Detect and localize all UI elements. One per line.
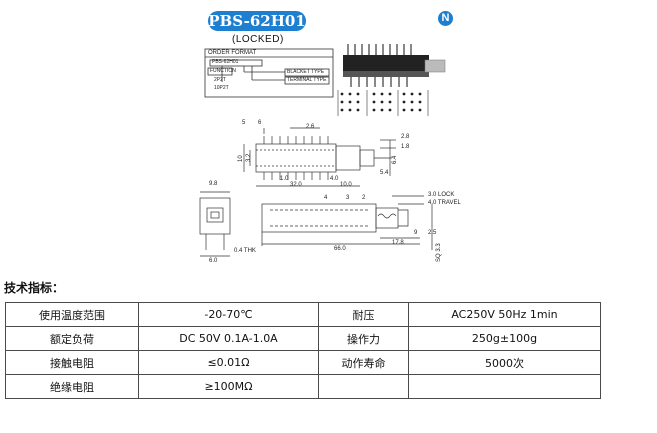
dim-thk: 0.4 THK bbox=[234, 248, 256, 254]
function-option-2: 10P2T bbox=[214, 85, 229, 91]
spec-label: 接触电阻 bbox=[5, 350, 139, 375]
spec-label bbox=[318, 374, 409, 399]
spec-value: ≤0.01Ω bbox=[138, 350, 319, 375]
dim-17-8: 17.8 bbox=[392, 240, 404, 246]
dim-1-8: 1.8 bbox=[401, 144, 410, 150]
spec-label: 绝缘电阻 bbox=[5, 374, 139, 399]
dim-9: 9 bbox=[414, 230, 418, 236]
dim-4-0: 4.0 bbox=[330, 176, 339, 182]
spec-label: 耐压 bbox=[318, 302, 409, 327]
dim-sq: SQ 3.3 bbox=[436, 243, 442, 262]
bracket-type-label: BLACKET TYPE bbox=[287, 69, 325, 75]
spec-value: -20-70℃ bbox=[138, 302, 319, 327]
locked-label: (LOCKED) bbox=[232, 34, 284, 45]
dim-side-2: 2 bbox=[362, 195, 366, 201]
spec-value: AC250V 50Hz 1min bbox=[408, 302, 601, 327]
spec-label: 额定负荷 bbox=[5, 326, 139, 351]
dim-pin-6: 6 bbox=[258, 120, 262, 126]
order-format-title: ORDER FORMAT bbox=[208, 50, 257, 56]
dim-3-2: 3.2 bbox=[246, 153, 252, 162]
table-row: 接触电阻 ≤0.01Ω 动作寿命 5000次 bbox=[5, 350, 601, 375]
dim-6-0: 6.0 bbox=[209, 258, 218, 264]
spec-value: DC 50V 0.1A-1.0A bbox=[138, 326, 319, 351]
spec-table: 使用温度范围 -20-70℃ 耐压 AC250V 50Hz 1min 额定负荷 … bbox=[5, 302, 601, 399]
dim-1-0: 1.0 bbox=[280, 176, 289, 182]
brand-n-icon: N bbox=[438, 11, 453, 26]
spec-value: 250g±100g bbox=[408, 326, 601, 351]
terminal-type-label: TERMINAL TYPE bbox=[287, 77, 327, 83]
dim-travel: 4.0 TRAVEL bbox=[428, 200, 461, 206]
dim-side-4: 4 bbox=[324, 195, 328, 201]
spec-value bbox=[408, 374, 601, 399]
dim-9-8: 9.8 bbox=[209, 181, 218, 187]
model-badge: PBS-62H01 bbox=[208, 11, 306, 31]
spec-label: 使用温度范围 bbox=[5, 302, 139, 327]
dim-5-4: 5.4 bbox=[380, 170, 389, 176]
table-row: 绝缘电阻 ≥100MΩ bbox=[5, 374, 601, 399]
dim-side-3: 3 bbox=[346, 195, 350, 201]
spec-value: ≥100MΩ bbox=[138, 374, 319, 399]
spec-title: 技术指标： bbox=[4, 281, 65, 295]
dim-10: 10 bbox=[238, 155, 244, 162]
dim-66-0: 66.0 bbox=[334, 246, 346, 252]
dim-pin-5: 5 bbox=[242, 120, 246, 126]
dim-pitch: 2.6 bbox=[306, 124, 315, 130]
dim-6-4: 6.4 bbox=[392, 155, 398, 164]
switch-photo bbox=[343, 44, 446, 87]
dim-2-8: 2.8 bbox=[401, 134, 410, 140]
table-row: 额定负荷 DC 50V 0.1A-1.0A 操作力 250g±100g bbox=[5, 326, 601, 351]
function-option-1: 2P2T bbox=[214, 77, 226, 83]
function-label: FUNCTION bbox=[210, 68, 236, 74]
dim-lock: 3.0 LOCK bbox=[428, 192, 455, 198]
spec-value: 5000次 bbox=[408, 350, 601, 375]
dim-10-0: 10.0 bbox=[340, 182, 352, 188]
spec-label: 操作力 bbox=[318, 326, 409, 351]
dim-32-0: 32.0 bbox=[290, 182, 302, 188]
technical-drawing bbox=[199, 44, 446, 257]
table-row: 使用温度范围 -20-70℃ 耐压 AC250V 50Hz 1min bbox=[5, 302, 601, 327]
order-format-code: PBS-62H01 bbox=[212, 59, 239, 65]
dim-2-5: 2.5 bbox=[428, 230, 437, 236]
spec-label: 动作寿命 bbox=[318, 350, 409, 375]
